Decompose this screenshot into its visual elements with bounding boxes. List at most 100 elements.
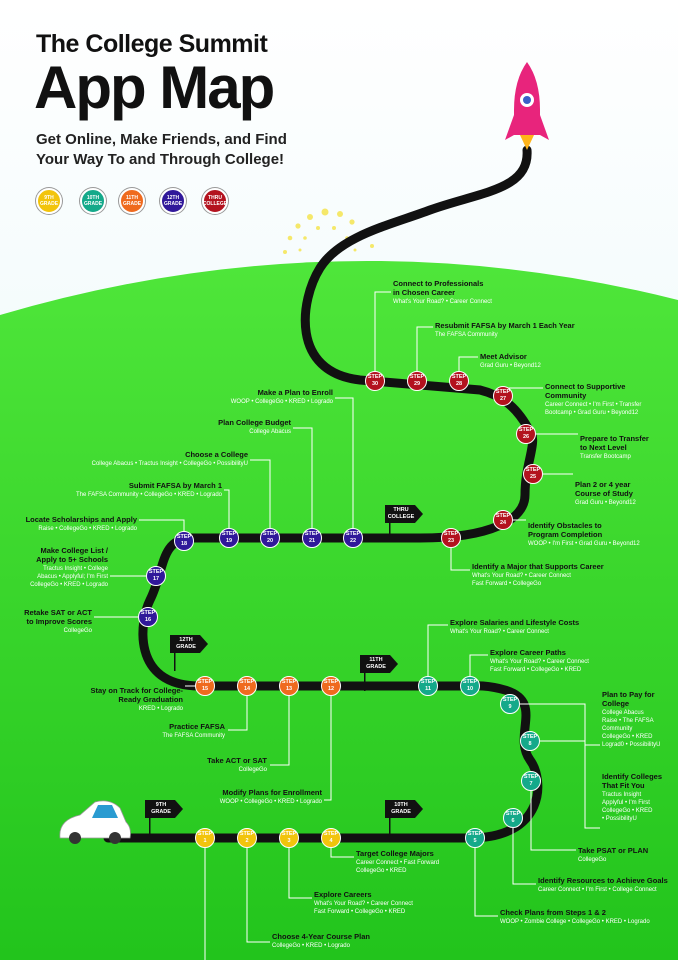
step-word: STEP <box>148 569 164 575</box>
step-number: 2 <box>245 838 249 844</box>
leader-line-10 <box>469 654 488 676</box>
flag-label-line2: COLLEGE <box>387 514 415 520</box>
tagline-line1: Get Online, Make Friends, and Find <box>36 131 287 148</box>
leader-line-22 <box>335 397 354 528</box>
flag-label-line1: 11TH <box>369 657 383 663</box>
leader-line-14 <box>228 696 248 731</box>
step-word: STEP <box>281 831 297 837</box>
step-28-title: Meet Advisor <box>480 352 527 361</box>
flag-shape <box>170 635 208 653</box>
step-number: 19 <box>225 538 233 544</box>
leader-line-20 <box>250 459 271 528</box>
step-word: STEP <box>518 427 534 433</box>
step-6-title: Identify Resources to Achieve Goals <box>538 876 668 885</box>
step-number: 6 <box>511 818 515 824</box>
step-word: STEP <box>197 679 213 685</box>
step-word: STEP <box>495 513 511 519</box>
step-2-title: Choose 4-Year Course Plan <box>272 932 370 941</box>
legend-label-line2: GRADE <box>122 201 142 207</box>
leader-line-12 <box>324 696 332 801</box>
step-word: STEP <box>409 374 425 380</box>
step-21-apps: College Abacus <box>249 429 291 435</box>
step-number: 8 <box>528 741 532 747</box>
legend-label-line1: 11TH <box>126 195 138 201</box>
step-word: STEP <box>523 774 539 780</box>
step-26-apps: Transfer Bootcamp <box>580 454 631 460</box>
step-word: STEP <box>502 697 518 703</box>
step-21-title: Plan College Budget <box>218 418 291 427</box>
step-16-apps: CollegeGo <box>63 628 92 634</box>
flag-shape <box>360 655 398 673</box>
step-word: STEP <box>451 374 467 380</box>
step-word: STEP <box>420 679 436 685</box>
step-12-apps: WOOP • CollegeGo • KRED • Logrado <box>219 799 322 805</box>
step-word: STEP <box>221 531 237 537</box>
tagline-line2: Your Way To and Through College! <box>36 151 285 168</box>
step-24-apps: WOOP • I'm First • Grad Guru • Beyond12 <box>528 541 640 547</box>
flag-shape <box>385 505 423 523</box>
step-number: 1 <box>203 838 207 844</box>
step-number: 26 <box>522 434 530 440</box>
step-30-apps: What's Your Road? • Career Connect <box>393 299 492 305</box>
step-word: STEP <box>140 610 156 616</box>
leader-line-29 <box>416 326 433 371</box>
leader-line-4 <box>330 848 354 858</box>
step-number: 23 <box>447 538 455 544</box>
step-word: STEP <box>262 531 278 537</box>
step-word: STEP <box>323 679 339 685</box>
flag-shape <box>385 800 423 818</box>
step-word: STEP <box>345 531 361 537</box>
step-number: 3 <box>287 838 291 844</box>
step-word: STEP <box>281 679 297 685</box>
legend-label-line1: 12TH <box>166 195 180 201</box>
step-number: 21 <box>308 538 316 544</box>
car-icon <box>59 800 131 844</box>
step-word: STEP <box>495 389 511 395</box>
legend-label-line1: 10TH <box>86 195 100 201</box>
step-19-apps: The FAFSA Community • CollegeGo • KRED •… <box>75 492 222 498</box>
leader-line-6 <box>512 828 536 885</box>
step-28-apps: Grad Guru • Beyond12 <box>480 363 541 369</box>
step-number: 28 <box>455 381 463 387</box>
flag-label-line2: GRADE <box>176 644 196 650</box>
legend-label-line2: COLLEGE <box>202 201 228 207</box>
leader-line-2 <box>246 848 270 943</box>
step-number: 27 <box>499 396 507 402</box>
step-5-apps: WOOP • Zombie College • CollegeGo • KRED… <box>500 919 650 925</box>
step-7-apps: CollegeGo <box>578 857 607 863</box>
step-number: 24 <box>499 520 507 526</box>
legend-label-line2: GRADE <box>39 201 59 207</box>
step-12-title: Modify Plans for Enrollment <box>222 788 322 797</box>
